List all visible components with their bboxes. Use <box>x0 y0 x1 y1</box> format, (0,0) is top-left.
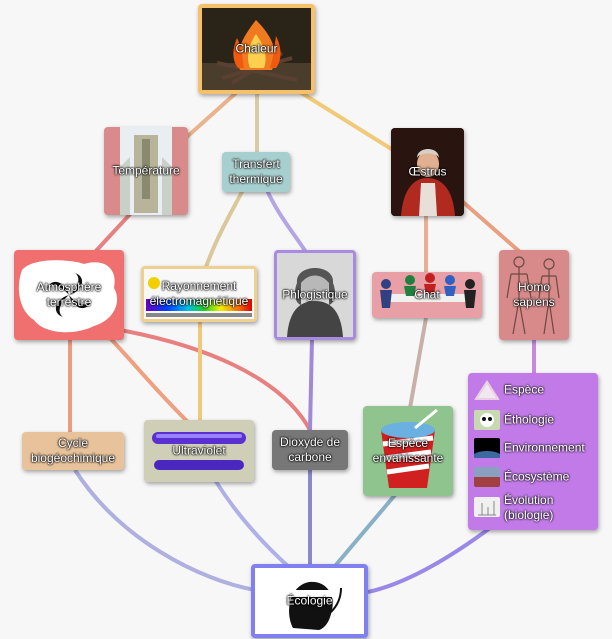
spectrum-image <box>144 269 254 319</box>
node-rayonnement[interactable]: Rayonnement électromagnétique <box>141 266 257 322</box>
basque-cross-image <box>18 260 118 333</box>
landscape-icon <box>474 467 500 487</box>
label-cycle: Cycle biogéochimique <box>30 436 116 465</box>
node-ecologie[interactable]: Écologie <box>251 564 368 638</box>
node-atmosphere[interactable]: Atmosphère terrestre <box>14 250 124 340</box>
pyramid-icon <box>474 380 500 400</box>
list-item-label: Espèce <box>504 382 545 397</box>
edge-phlogistique-dioxyde <box>308 337 314 431</box>
list-item-label: Évolution (biologie) <box>504 493 554 522</box>
list-item-label: Éthologie <box>504 412 555 427</box>
engraving-image <box>277 253 353 337</box>
label-ecologie: Écologie <box>286 593 333 608</box>
label-phlogistique: Phlogistique <box>282 287 348 302</box>
node-phlogistique[interactable]: Phlogistique <box>274 250 356 340</box>
fire-image <box>202 8 311 90</box>
list-item-espece[interactable]: Espèce <box>472 377 596 403</box>
node-temperature[interactable]: Température <box>104 127 188 215</box>
cup-image <box>381 408 438 488</box>
node-ultraviolet[interactable]: Ultraviolet <box>144 420 254 482</box>
earth-icon <box>474 438 500 458</box>
thermometer-image <box>120 127 172 215</box>
list-item-ecosysteme[interactable]: Écosystème <box>472 464 596 490</box>
panda-icon <box>474 410 500 430</box>
uv-lamp-image <box>144 420 254 482</box>
label-espece-env: Espèce envahissante <box>372 436 444 465</box>
node-concept-list[interactable]: Espèce Éthologie Environnement Écosystèm… <box>468 373 598 530</box>
edge-chat-espece <box>408 317 428 409</box>
humans-drawing-image <box>506 256 560 335</box>
node-dioxyde-de-carbone[interactable]: Dioxyde de carbone <box>272 430 348 470</box>
moor-head-image <box>255 568 364 634</box>
edge-espece-ecologie <box>333 493 397 568</box>
label-chat: Chat <box>414 287 440 302</box>
edge-ultraviolet-ecologie <box>213 478 292 570</box>
portrait-image <box>391 128 464 216</box>
edge-cycle-ecologie <box>73 468 256 592</box>
edge-atmosphere-dioxyde <box>119 328 312 431</box>
label-oestrus: Œstrus <box>408 164 447 179</box>
edge-list-ecologie <box>367 526 492 594</box>
label-ultraviolet: Ultraviolet <box>172 443 226 458</box>
edge-atmosphere-ultraviolet <box>108 336 192 426</box>
edge-temperature-atmosphere <box>93 210 134 254</box>
list-item-label: Environnement <box>504 440 585 455</box>
node-cycle-biogeochimique[interactable]: Cycle biogéochimique <box>22 432 124 470</box>
edge-oestrus-homo <box>453 193 522 254</box>
label-homo: Homo sapiens <box>513 280 555 309</box>
node-chaleur[interactable]: Chaleur <box>198 4 315 94</box>
list-item-label: Écosystème <box>504 469 570 484</box>
label-atmosphere: Atmosphère terrestre <box>36 280 102 309</box>
tree-icon <box>474 497 500 517</box>
node-transfert-thermique[interactable]: Transfert thermique <box>222 152 290 192</box>
label-chaleur: Chaleur <box>235 41 278 56</box>
label-transfert: Transfert thermique <box>229 157 283 186</box>
label-temperature: Température <box>112 163 180 178</box>
edge-transfert-rayonnement <box>203 185 247 271</box>
node-homo-sapiens[interactable]: Homo sapiens <box>499 250 569 340</box>
label-dioxyde: Dioxyde de carbone <box>279 435 341 464</box>
list-item-environnement[interactable]: Environnement <box>472 435 596 461</box>
node-chat[interactable]: Chat <box>372 272 482 318</box>
label-rayonnement: Rayonnement électromagnétique <box>149 279 249 308</box>
chat-people-image <box>380 273 476 308</box>
list-item-evolution[interactable]: Évolution (biologie) <box>472 491 596 525</box>
node-oestrus[interactable]: Œstrus <box>391 128 464 216</box>
list-item-ethologie[interactable]: Éthologie <box>472 407 596 433</box>
node-espece-envahissante[interactable]: Espèce envahissante <box>363 406 453 496</box>
